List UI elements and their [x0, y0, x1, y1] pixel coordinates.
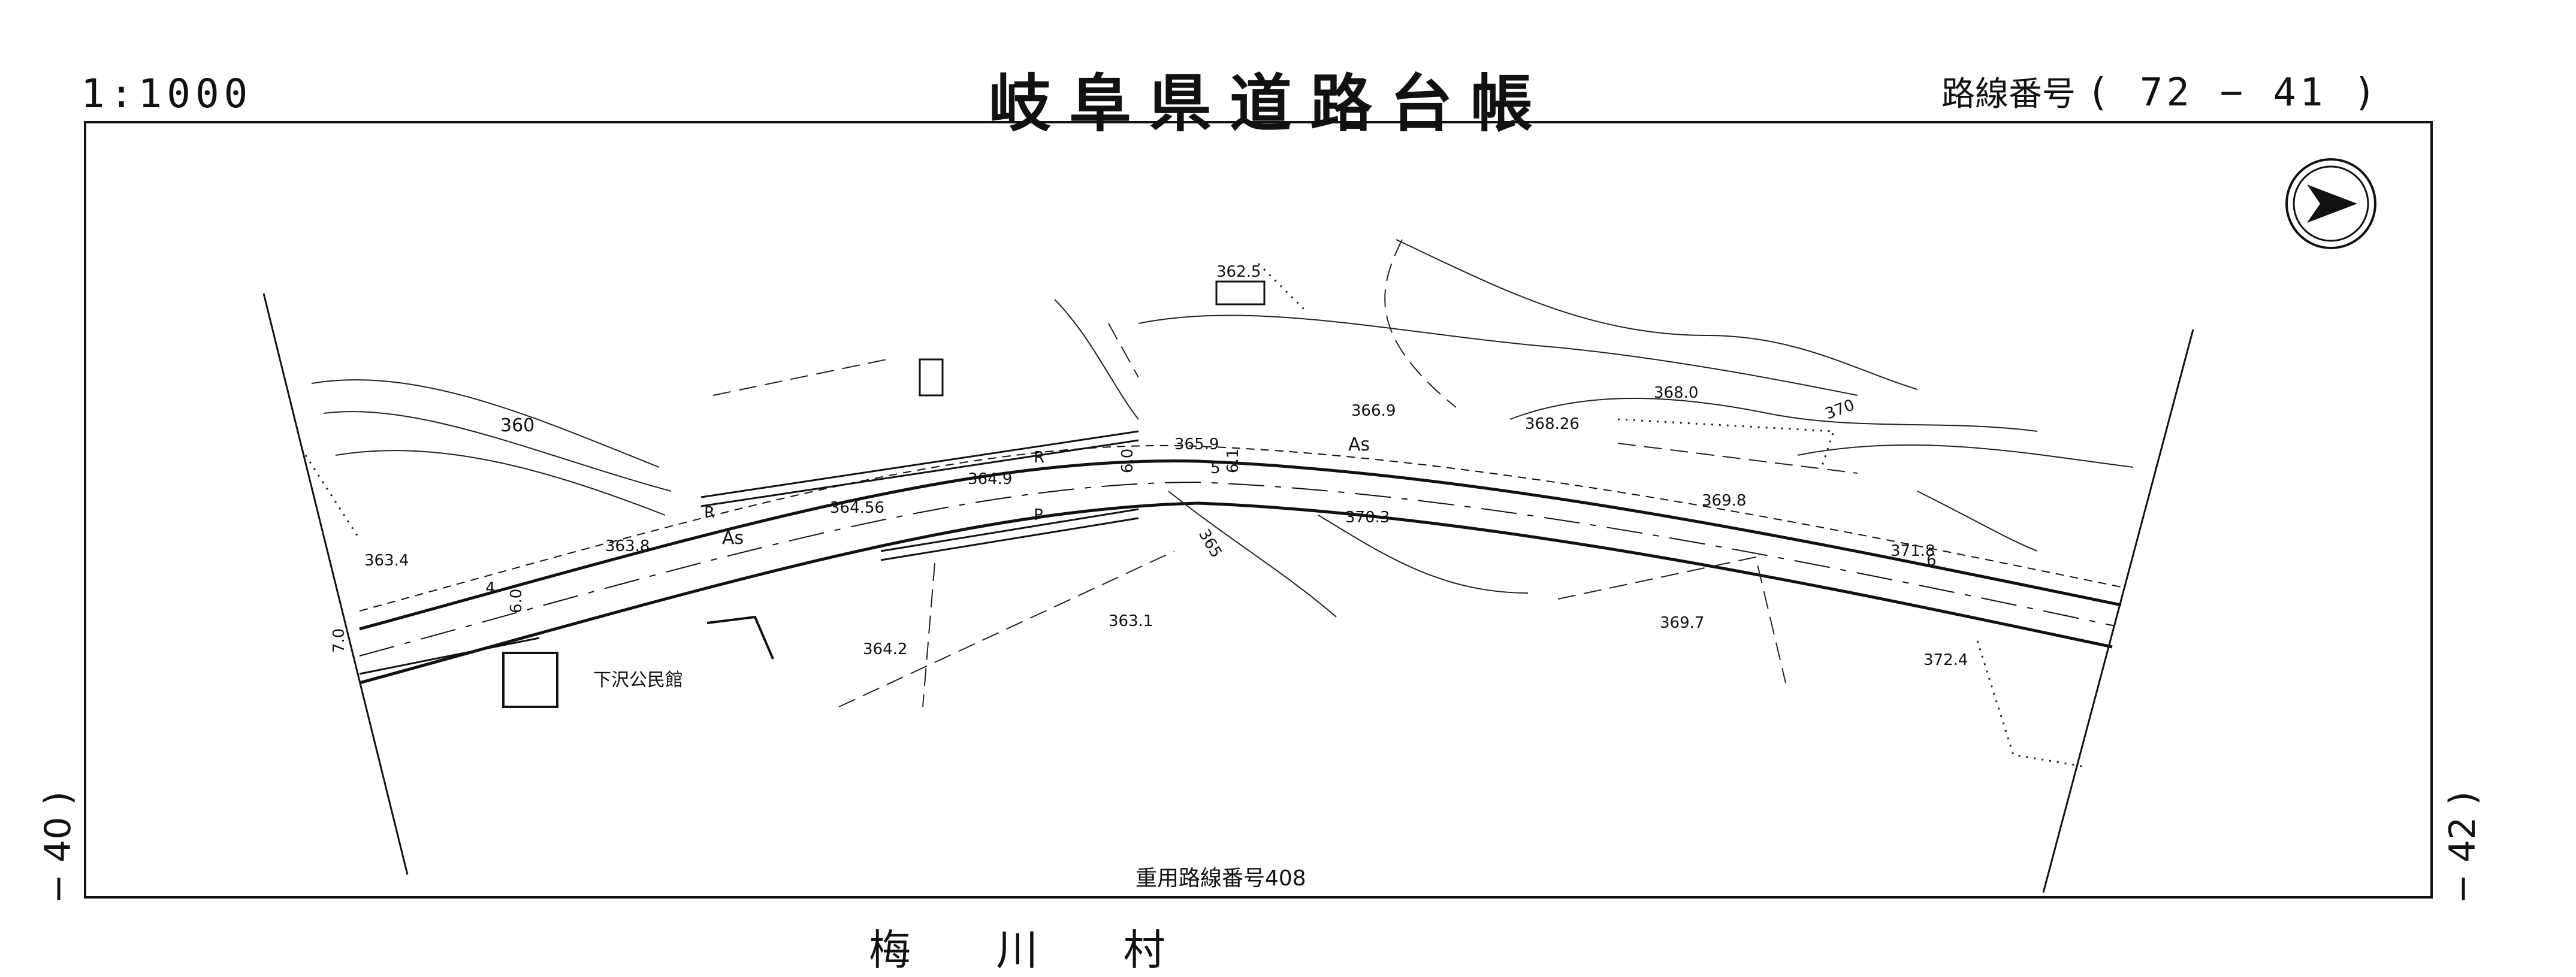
width-label: 6.0 — [508, 589, 526, 613]
page-title: 岐阜県道路台帳 — [989, 67, 1551, 140]
width-label: 7.0 — [330, 628, 348, 653]
elevation-label: 364.9 — [968, 470, 1012, 488]
elevation-label: 368.0 — [1654, 384, 1698, 402]
road-surface-label: As — [1348, 434, 1370, 455]
road-map-drawing: 363.4 363.8 364.56 364.9 365.9 366.9 368… — [262, 158, 2376, 893]
elevation-label: 364.2 — [863, 640, 907, 658]
width-label: 6 — [1926, 552, 1937, 570]
building-outline — [706, 615, 774, 660]
elevation-label: 363.8 — [605, 537, 650, 555]
width-label: 6.0 — [1119, 449, 1137, 473]
elevation-label: 366.9 — [1351, 402, 1396, 420]
contour-label: 370 — [1823, 396, 1857, 423]
north-arrow-icon — [2285, 158, 2376, 249]
retaining-walls — [359, 430, 1139, 675]
route-number-label: 路線番号 — [1941, 75, 2076, 114]
elevation-label: 368.26 — [1525, 415, 1580, 433]
parcel-boundaries — [712, 239, 1858, 707]
elevation-label: 363.4 — [364, 552, 409, 570]
map-annotations: 363.4 363.8 364.56 364.9 365.9 366.9 368… — [330, 263, 1968, 691]
edge-label: R — [704, 504, 715, 522]
elevation-label: 365.9 — [1174, 435, 1219, 453]
edge-label: P — [1034, 506, 1043, 524]
dotted-boundaries — [304, 262, 2086, 768]
elevation-label: 370.3 — [1345, 509, 1390, 527]
map-frame — [84, 121, 2433, 899]
elevation-label: 362.5 — [1216, 263, 1261, 281]
route-number-value: ( 72 − 41 ) — [2086, 71, 2380, 115]
overlap-route-label: 重用路線番号408 — [1136, 866, 1306, 891]
sheet-boundary-left — [262, 293, 409, 875]
building-community-hall — [502, 652, 558, 708]
map-scale: 1:1000 — [81, 71, 253, 117]
route-number-block: 路線番号 ( 72 − 41 ) — [1941, 67, 2380, 116]
road-surface-label: As — [722, 528, 744, 549]
elevation-label: 369.8 — [1702, 492, 1746, 510]
edge-label: R — [1034, 449, 1044, 467]
contour-lines — [311, 239, 2134, 618]
elevation-label: 369.7 — [1660, 614, 1704, 632]
building-small — [1215, 280, 1266, 305]
width-label: 5 — [1210, 459, 1221, 477]
elevation-label: 364.56 — [830, 499, 884, 517]
building-label: 下沢公民館 — [593, 670, 683, 691]
contour-label: 365 — [1195, 527, 1225, 561]
main-road — [359, 444, 2122, 685]
sheet-boundary-right — [2042, 329, 2194, 893]
elevation-label: 372.4 — [1923, 651, 1968, 669]
width-label: 4 — [485, 579, 496, 597]
elevation-label: 371.8 — [1891, 542, 1935, 560]
building-shed — [919, 358, 944, 397]
contour-label: 360 — [500, 415, 534, 436]
width-label: 6.1 — [1224, 449, 1242, 473]
footer-partial-text: 梅 川 村 — [869, 925, 1201, 975]
elevation-label: 363.1 — [1109, 612, 1153, 630]
